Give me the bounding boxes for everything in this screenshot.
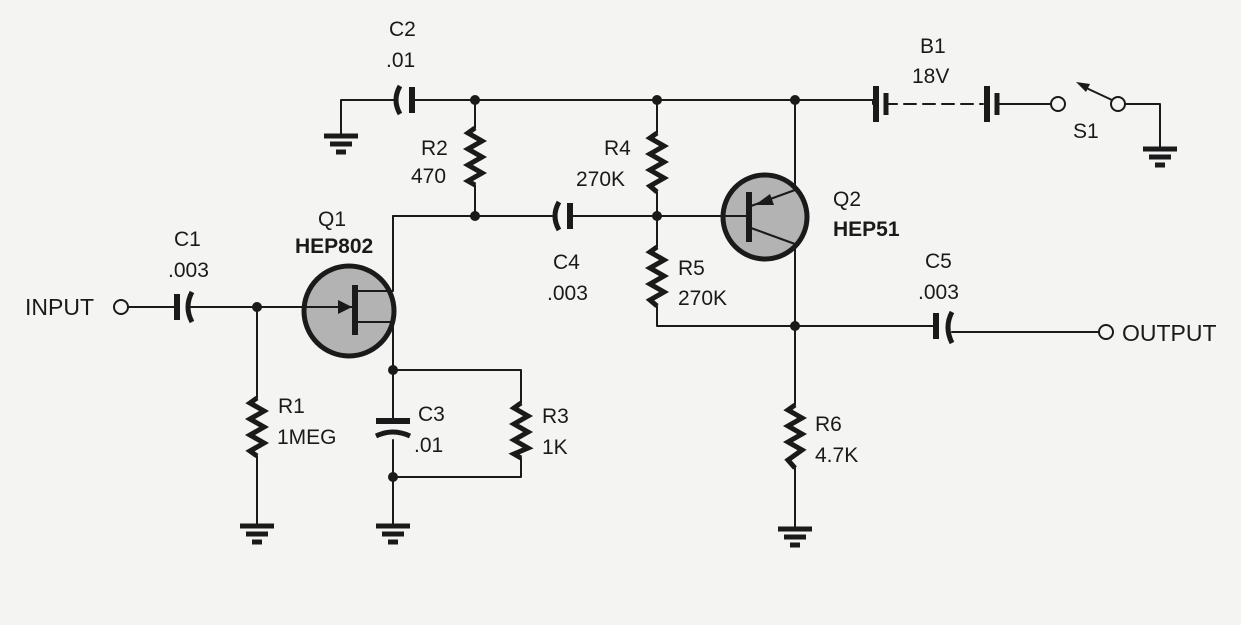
r4-value: 270K xyxy=(576,168,625,191)
b1-ref: B1 xyxy=(920,35,946,58)
output-terminal[interactable] xyxy=(1098,324,1114,340)
capacitor-c2 xyxy=(393,84,415,116)
resistor-r1 xyxy=(244,395,270,459)
c3-ref: C3 xyxy=(418,403,445,426)
transistor-q2-pnp xyxy=(719,172,810,262)
r3-ref: R3 xyxy=(542,405,569,428)
capacitor-c3 xyxy=(374,418,412,439)
q1-ref: Q1 xyxy=(318,208,346,231)
s1-ref: S1 xyxy=(1073,120,1099,143)
c5-ref: C5 xyxy=(925,250,952,273)
capacitor-c5 xyxy=(933,310,955,345)
battery-b1 xyxy=(872,86,1000,122)
c4-ref: C4 xyxy=(553,251,580,274)
r1-value: 1MEG xyxy=(277,426,337,449)
q1-part: HEP802 xyxy=(295,235,373,258)
capacitor-c1 xyxy=(174,290,195,324)
ground-c2 xyxy=(324,133,358,155)
switch-s1 xyxy=(1050,82,1126,112)
r2-ref: R2 xyxy=(421,137,448,160)
c4-value: .003 xyxy=(547,282,588,305)
resistor-r4 xyxy=(644,130,670,194)
resistor-r3 xyxy=(508,400,534,461)
c2-value: .01 xyxy=(386,49,415,72)
junction-dots xyxy=(252,95,800,482)
c2-ref: C2 xyxy=(389,18,416,41)
b1-value: 18V xyxy=(912,65,949,88)
ground-r1 xyxy=(240,523,274,545)
r6-value: 4.7K xyxy=(815,444,858,467)
r5-value: 270K xyxy=(678,287,727,310)
resistor-r5 xyxy=(644,244,670,308)
r3-value: 1K xyxy=(542,436,568,459)
input-terminal[interactable] xyxy=(113,299,129,315)
wires xyxy=(128,99,1161,529)
r6-ref: R6 xyxy=(815,413,842,436)
q2-part: HEP51 xyxy=(833,218,900,241)
resistor-r6 xyxy=(782,402,808,470)
ground-r6 xyxy=(778,526,812,548)
r2-value: 470 xyxy=(411,165,446,188)
input-label: INPUT xyxy=(25,294,94,320)
c1-ref: C1 xyxy=(174,228,201,251)
ground-c3 xyxy=(376,523,410,545)
c1-value: .003 xyxy=(168,259,209,282)
r4-ref: R4 xyxy=(604,137,631,160)
q2-ref: Q2 xyxy=(833,188,861,211)
resistor-r2 xyxy=(462,125,488,188)
r1-ref: R1 xyxy=(278,395,305,418)
ground-s1 xyxy=(1143,146,1177,168)
transistor-q1-jfet xyxy=(297,263,397,359)
output-label: OUTPUT xyxy=(1122,320,1217,346)
c3-value: .01 xyxy=(414,434,443,457)
r5-ref: R5 xyxy=(678,257,705,280)
c5-value: .003 xyxy=(918,281,959,304)
capacitor-c4 xyxy=(552,200,573,232)
